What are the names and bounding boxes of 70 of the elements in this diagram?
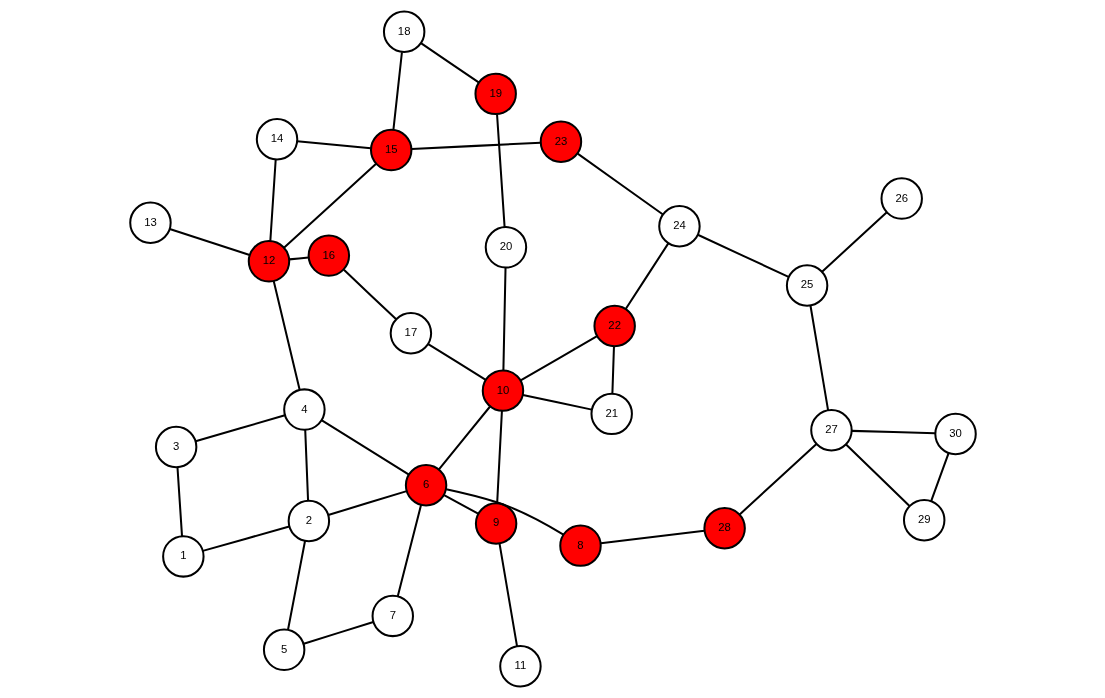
node-circle: 9 xyxy=(474,502,517,545)
connector xyxy=(168,228,250,256)
connector xyxy=(286,540,306,631)
node-circle: 30 xyxy=(933,412,977,456)
connector xyxy=(342,269,397,320)
node-circle: 6 xyxy=(404,464,447,507)
connector xyxy=(498,543,518,647)
connector xyxy=(411,141,541,151)
node-circle: 7 xyxy=(371,594,414,638)
connector xyxy=(396,504,422,597)
connector xyxy=(194,414,285,443)
connector xyxy=(202,525,290,552)
connector xyxy=(391,52,403,130)
node-circle: 21 xyxy=(589,392,633,436)
node-circle: 14 xyxy=(255,118,298,161)
connector xyxy=(288,256,309,261)
connector xyxy=(738,443,817,516)
node-circle: 26 xyxy=(880,177,923,220)
connector xyxy=(175,467,183,537)
node-circle: 16 xyxy=(307,234,350,277)
connector xyxy=(495,410,503,504)
node-circle: 24 xyxy=(657,205,701,248)
node-circle: 27 xyxy=(809,409,853,452)
connector xyxy=(327,490,407,516)
connector xyxy=(522,393,592,411)
connector xyxy=(696,233,789,278)
node-circle: 29 xyxy=(902,498,945,542)
connector xyxy=(282,163,377,249)
node-circle: 19 xyxy=(473,72,517,116)
connector xyxy=(600,529,704,545)
node-circle: 4 xyxy=(282,388,326,431)
connector xyxy=(624,242,669,310)
node-circle: 20 xyxy=(484,226,527,269)
node-circle: 22 xyxy=(592,304,636,348)
connector xyxy=(808,305,829,411)
node-circle: 8 xyxy=(558,524,602,567)
node-circle: 25 xyxy=(785,264,828,307)
node-circle: 15 xyxy=(369,128,412,172)
connector xyxy=(303,429,309,501)
node-circle: 28 xyxy=(702,507,746,550)
connector xyxy=(576,152,664,216)
connector xyxy=(272,280,301,391)
connector xyxy=(427,343,486,381)
node-circle: 12 xyxy=(247,240,290,283)
node-circle: 2 xyxy=(287,499,330,543)
connector xyxy=(320,419,409,476)
connector xyxy=(495,114,506,228)
node-circle: 23 xyxy=(539,120,582,163)
connector xyxy=(437,405,491,471)
node-circle: 5 xyxy=(262,628,305,672)
node-circle: 1 xyxy=(161,535,205,578)
connector xyxy=(419,42,479,84)
node-circle: 3 xyxy=(154,425,197,469)
connector xyxy=(519,335,598,382)
connector xyxy=(302,621,374,645)
connector xyxy=(296,140,371,150)
connector xyxy=(851,429,935,435)
node-circle: 17 xyxy=(389,312,432,355)
connector xyxy=(610,346,615,394)
node-circle: 10 xyxy=(481,369,524,412)
connector xyxy=(445,488,564,536)
connector xyxy=(844,443,910,507)
node-circle: 11 xyxy=(498,645,542,688)
node-circle: 13 xyxy=(128,201,172,244)
connector xyxy=(268,159,277,241)
connector xyxy=(929,452,950,502)
connector xyxy=(820,211,887,273)
connector xyxy=(443,494,479,515)
connector xyxy=(501,267,507,371)
node-circle: 18 xyxy=(382,10,425,53)
